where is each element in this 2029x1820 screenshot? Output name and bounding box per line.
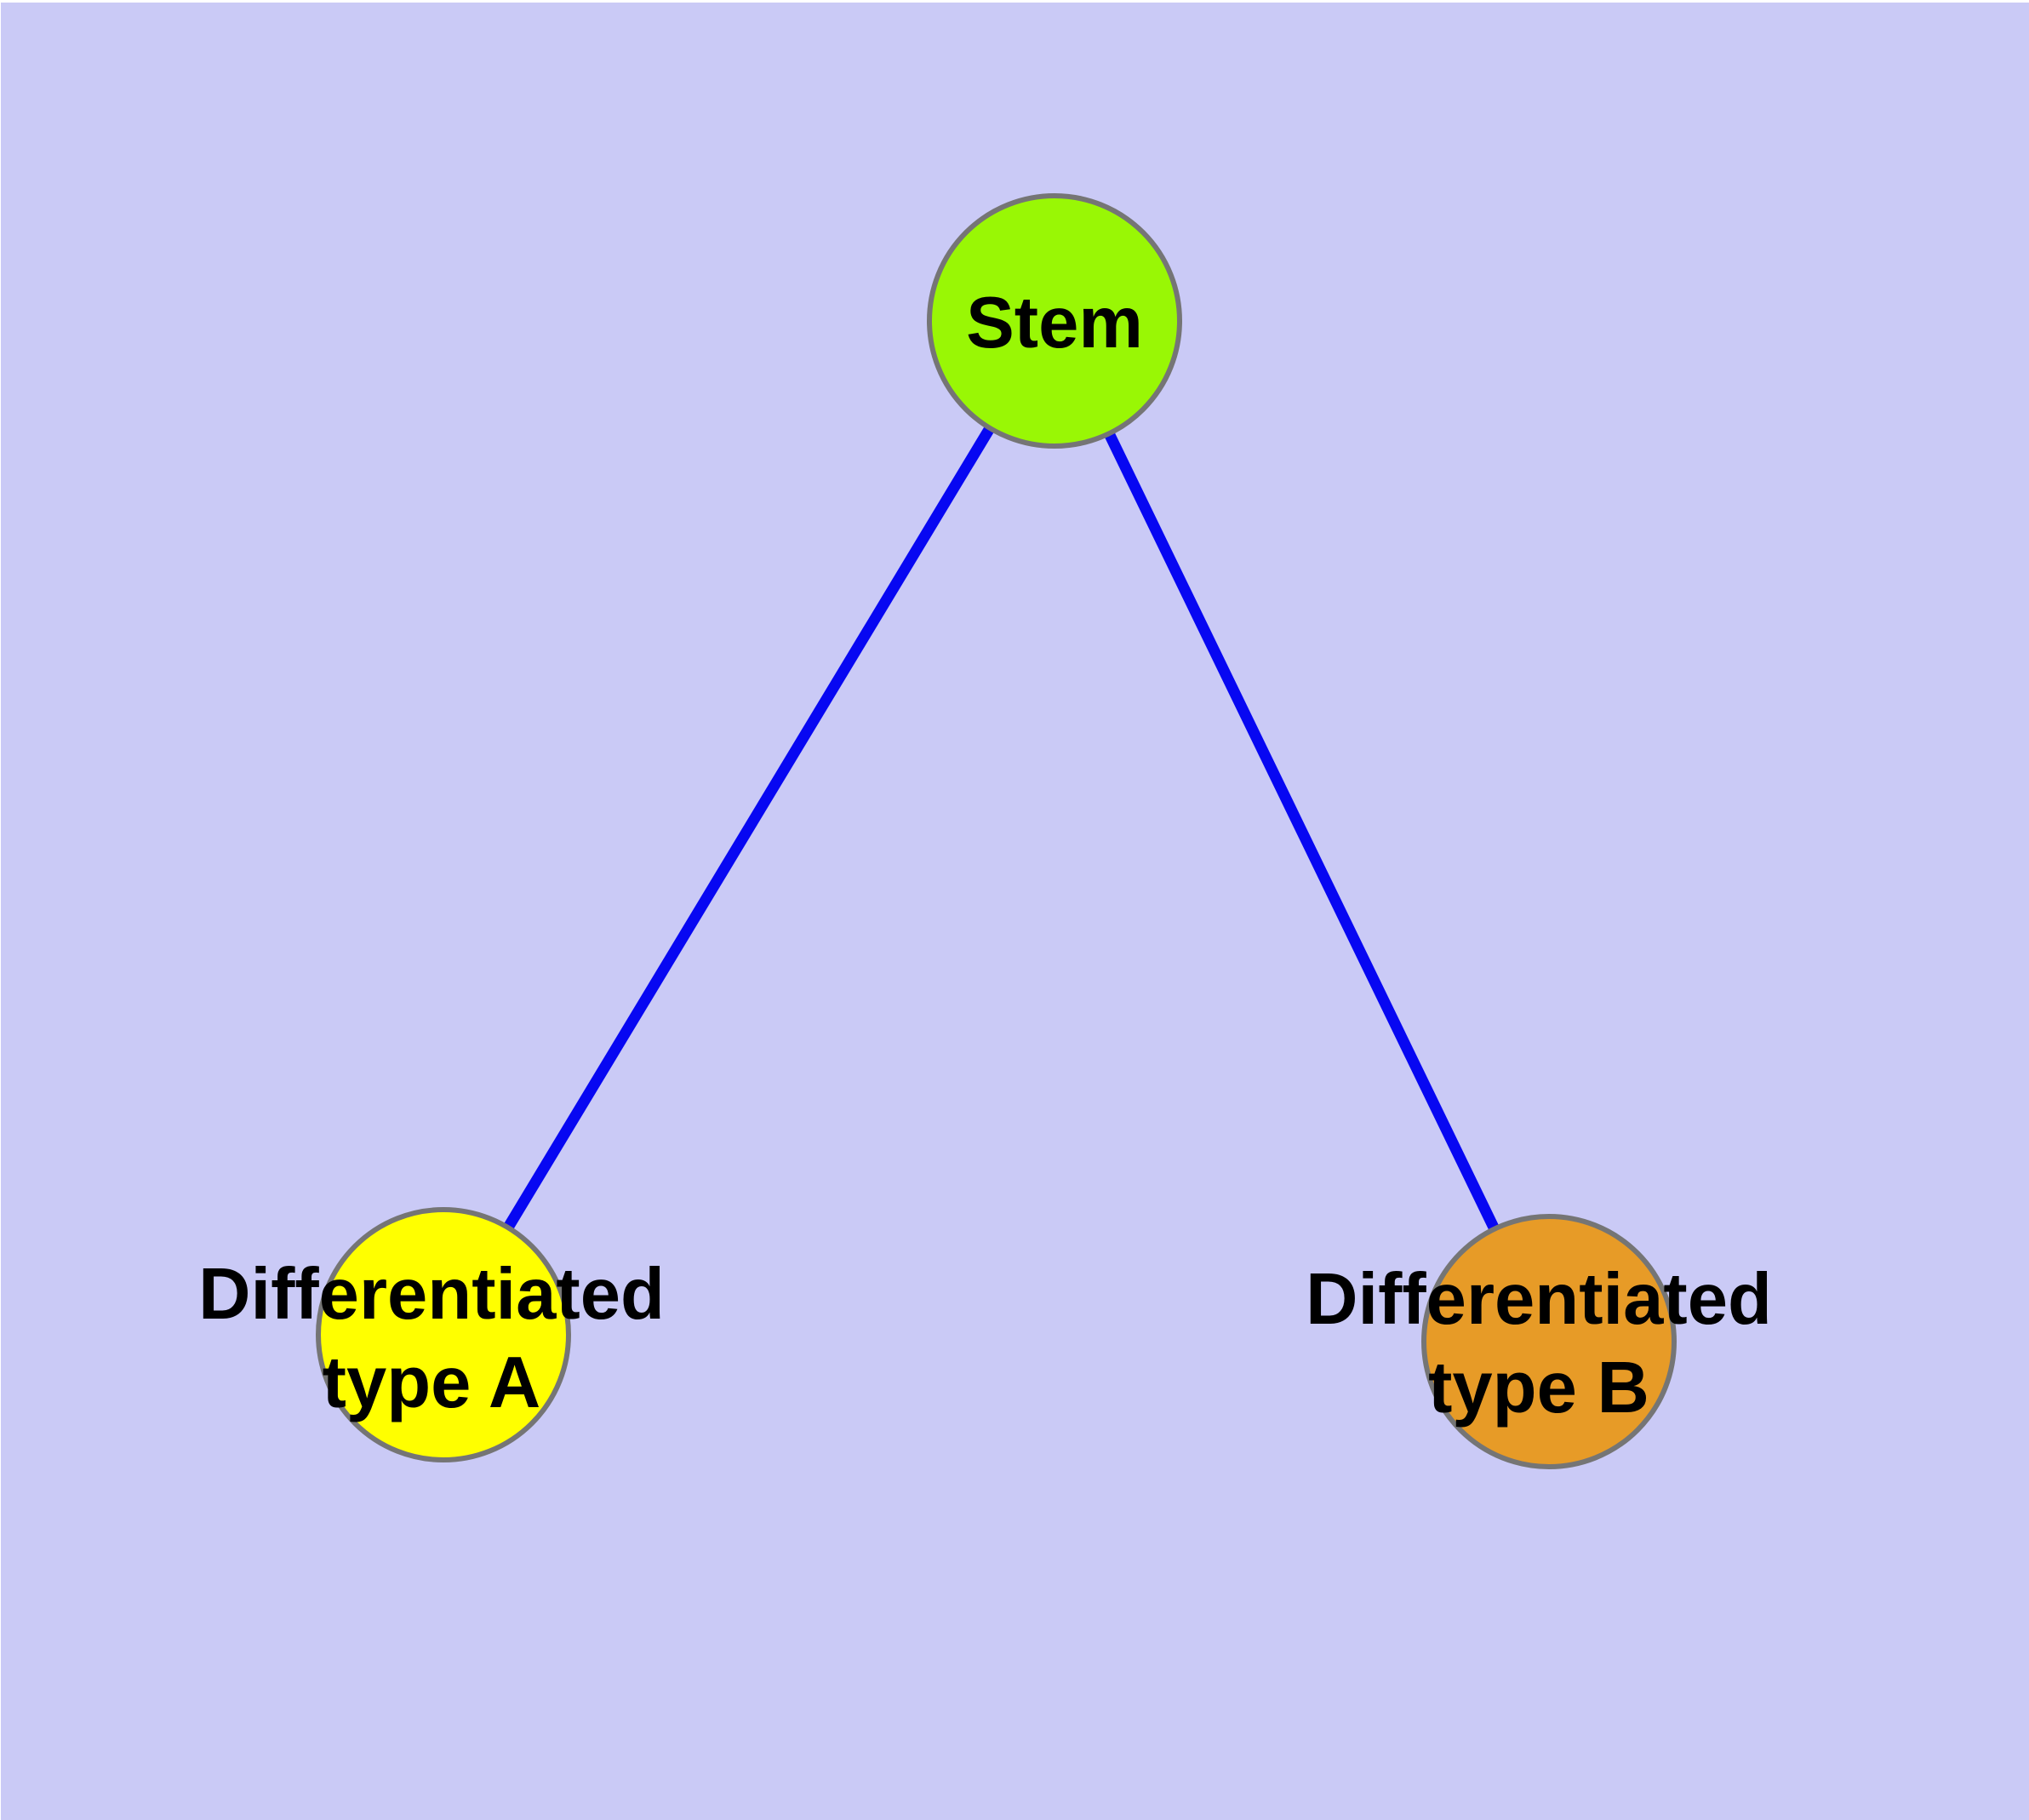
edge-stem-to-type-a-line: [438, 318, 1060, 1338]
node-stem-circle: [927, 193, 1182, 449]
node-differentiated-type-b-circle: [1421, 1214, 1677, 1469]
node-differentiated-type-a-circle: [316, 1207, 571, 1462]
edge-stem-to-type-b-line: [1049, 318, 1554, 1344]
diagram-canvas: Stem Differentiated type A Differentiate…: [1, 3, 2029, 1820]
graph-svg: [1, 3, 2029, 1820]
